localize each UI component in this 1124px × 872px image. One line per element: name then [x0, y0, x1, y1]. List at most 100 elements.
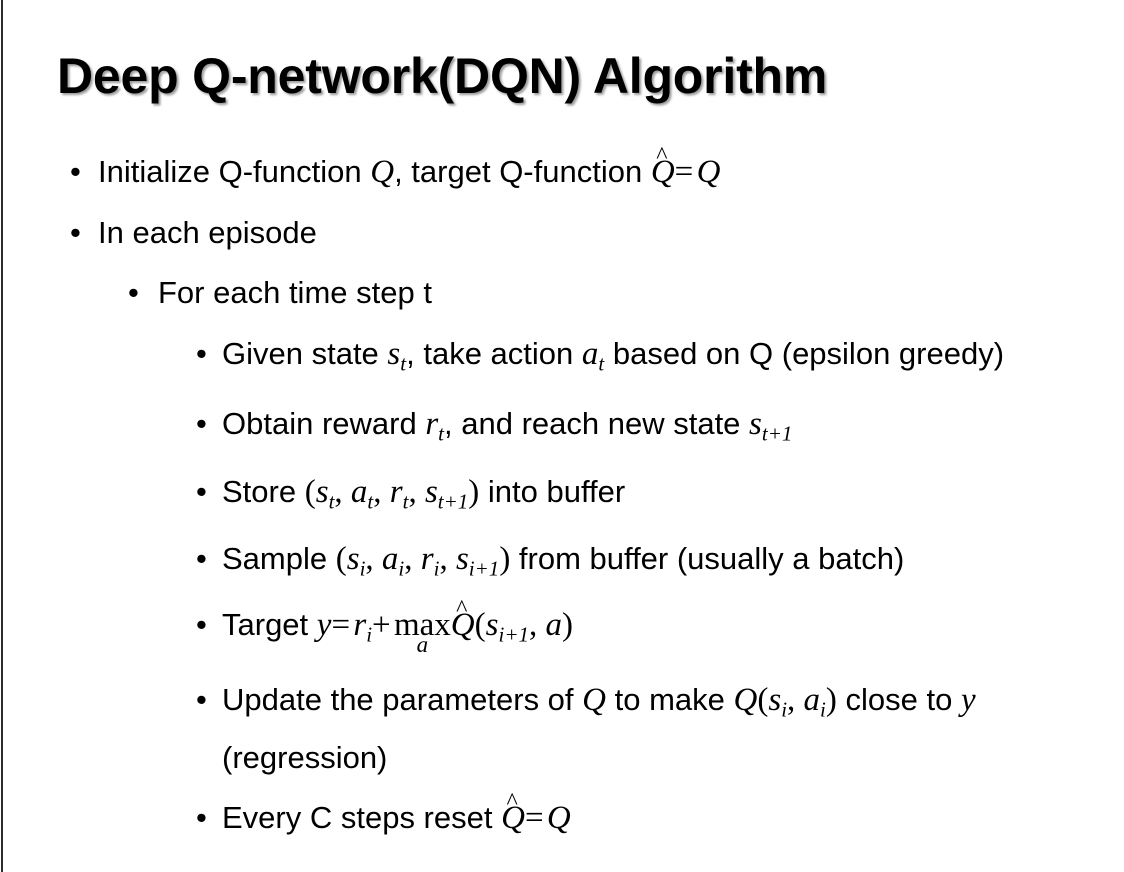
- text-run: based on Q (epsilon greedy): [604, 336, 1005, 371]
- bullet-update-parameters-text: Update the parameters of Q to make Q(si,…: [222, 676, 1094, 780]
- bullet-sample: • Sample (si, ai, ri, si+1) from buffer …: [0, 535, 1124, 592]
- text-run: from buffer (usually a batch): [510, 540, 905, 576]
- math-comma: ,: [365, 540, 382, 577]
- math-var-s2: s: [424, 473, 438, 510]
- text-run: Update the parameters of: [222, 682, 583, 718]
- text-run: close to: [836, 682, 961, 718]
- bullet-marker: •: [196, 406, 207, 442]
- math-sub-t: t: [400, 351, 407, 376]
- math-sub-t: t: [367, 488, 374, 513]
- math-sub-t: t: [438, 421, 445, 446]
- text-run: Every C steps reset: [222, 799, 502, 835]
- math-sub-i: i: [359, 556, 366, 581]
- math-var-r: r: [389, 473, 403, 510]
- text-run: Obtain reward: [222, 406, 426, 442]
- text-run: Initialize Q-function: [98, 154, 371, 189]
- text-run: , and reach new state: [444, 406, 750, 442]
- q-hat-base: Q: [501, 799, 525, 836]
- math-var-r: r: [425, 406, 439, 443]
- math-plus: +: [372, 607, 394, 644]
- text-run: Given state: [222, 336, 388, 371]
- bullet-marker: •: [196, 336, 207, 371]
- bullet-every-c-steps: • Every C steps reset Q^=Q: [0, 790, 1124, 842]
- math-var-q: Q: [546, 799, 571, 836]
- bullet-store-text: Store (st, at, rt, st+1) into buffer: [222, 468, 1094, 525]
- math-equals: =: [674, 154, 697, 190]
- math-var-s: s: [768, 682, 782, 719]
- math-paren-open: (: [757, 682, 769, 719]
- math-sub-i-plus-1: i+1: [498, 622, 529, 647]
- math-var-a: a: [581, 336, 599, 372]
- text-run: Target: [222, 607, 317, 643]
- math-sub-i-plus-1: i+1: [468, 556, 500, 581]
- math-sub-i: i: [398, 556, 405, 581]
- text-run: Sample: [222, 540, 336, 576]
- bullet-marker: •: [70, 215, 81, 250]
- math-comma: ,: [408, 473, 425, 510]
- text-run: , target Q-function: [394, 154, 651, 189]
- math-var-y: y: [960, 682, 976, 719]
- math-var-q: Q: [370, 154, 395, 190]
- bullet-every-c-steps-text: Every C steps reset Q^=Q: [222, 790, 1094, 842]
- math-var-s: s: [387, 336, 401, 372]
- math-paren-close: ): [468, 473, 480, 510]
- math-var-a: a: [350, 473, 368, 510]
- bullet-for-each-time-step-text: For each time step t: [158, 275, 432, 310]
- bullet-marker: •: [128, 275, 139, 310]
- math-var-r: r: [353, 607, 367, 644]
- bullet-in-each-episode-text: In each episode: [98, 215, 317, 250]
- math-var-a: a: [803, 682, 821, 719]
- math-sub-t-plus-1: t+1: [761, 421, 793, 446]
- bullet-marker: •: [196, 607, 207, 643]
- bullet-marker: •: [196, 799, 207, 835]
- bullet-marker: •: [70, 154, 81, 189]
- math-comma: ,: [404, 540, 421, 577]
- math-var-s: s: [346, 540, 360, 577]
- bullet-in-each-episode: • In each episode: [0, 209, 1124, 256]
- math-comma: ,: [529, 607, 546, 644]
- math-paren-open: (: [474, 607, 486, 644]
- math-comma: ,: [787, 682, 804, 719]
- bullet-given-state-text: Given state st, take action at based on …: [222, 330, 1094, 387]
- bullet-given-state: • Given state st, take action at based o…: [0, 330, 1124, 387]
- left-edge-rule: [1, 0, 3, 872]
- math-paren-close: ): [825, 682, 837, 719]
- bullet-marker: •: [196, 540, 207, 576]
- bullet-update-parameters: • Update the parameters of Q to make Q(s…: [0, 676, 1124, 780]
- max-index: a: [416, 631, 429, 657]
- math-sub-i: i: [366, 622, 373, 647]
- math-paren-close: ): [499, 540, 511, 577]
- bullet-obtain-reward: • Obtain reward rt, and reach new state …: [0, 400, 1124, 457]
- math-q-hat: Q^: [450, 597, 475, 644]
- math-var-q2: Q: [733, 682, 758, 719]
- math-comma: ,: [334, 473, 351, 510]
- math-var-s2: s: [455, 540, 469, 577]
- math-sub-t: t: [598, 351, 605, 376]
- text-run: into buffer: [479, 473, 626, 509]
- math-sub-t: t: [328, 488, 335, 513]
- math-var-y: y: [316, 607, 332, 644]
- bullet-initialize-text: Initialize Q-function Q, target Q-functi…: [98, 144, 1124, 196]
- math-paren-close: ): [562, 607, 573, 644]
- math-sub-t: t: [402, 488, 409, 513]
- math-sub-i: i: [433, 556, 440, 581]
- math-var-a: a: [545, 607, 563, 644]
- q-hat-base: Q: [450, 607, 475, 644]
- bullet-store: • Store (st, at, rt, st+1) into buffer: [0, 468, 1124, 525]
- slide-title: Deep Q-network(DQN) Algorithm: [57, 48, 828, 104]
- math-var-s: s: [315, 473, 329, 510]
- math-q-hat: Q^: [650, 144, 675, 190]
- bullet-obtain-reward-text: Obtain reward rt, and reach new state st…: [222, 400, 1094, 457]
- bullet-marker: •: [196, 473, 207, 509]
- text-run: to make: [606, 682, 734, 718]
- math-equals: =: [524, 799, 547, 836]
- text-run: (regression): [222, 739, 388, 775]
- bullet-initialize: • Initialize Q-function Q, target Q-func…: [0, 144, 1124, 196]
- math-var-q2: Q: [696, 154, 721, 190]
- math-paren-open: (: [304, 473, 316, 510]
- q-hat-base: Q: [650, 154, 675, 190]
